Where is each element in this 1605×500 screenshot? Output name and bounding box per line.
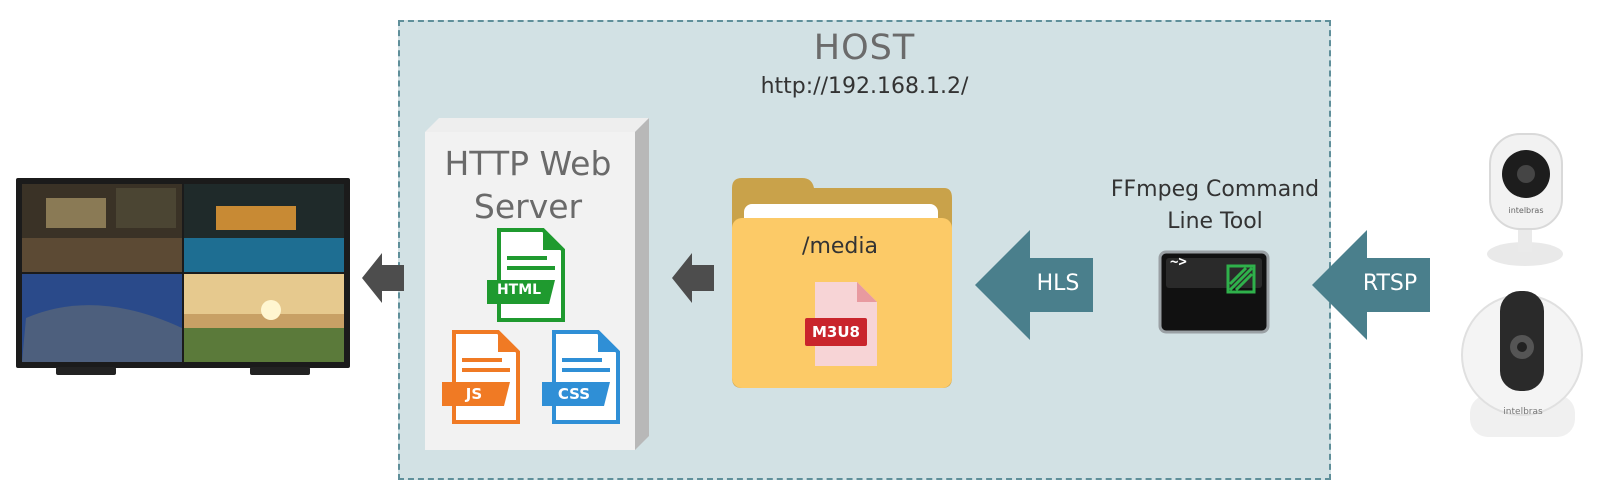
ffmpeg-label-line1: FFmpeg Command (1110, 177, 1320, 202)
css-file-label: CSS (557, 385, 591, 403)
mini-camera: intelbras (1480, 132, 1570, 272)
host-title: HOST (813, 28, 916, 68)
ffmpeg-label-line2: Line Tool (1167, 209, 1263, 234)
tv-monitor (16, 178, 350, 375)
tv-screen (22, 184, 344, 362)
m3u8-file-label: M3U8 (812, 323, 860, 341)
web-server-label: HTTP Web Server (428, 142, 628, 228)
js-file-label: JS (465, 385, 483, 403)
web-server-label-line2: Server (473, 187, 583, 226)
arrow-to-tv (362, 253, 404, 303)
terminal-icon: ~> (1158, 250, 1270, 334)
dome-camera: intelbras (1460, 285, 1585, 445)
m3u8-file-icon: M3U8 (805, 280, 885, 370)
rtsp-arrow (1312, 230, 1430, 340)
js-file-icon: JS (440, 330, 525, 425)
css-file-icon: CSS (540, 330, 625, 425)
html-file-label: HTML (496, 282, 542, 298)
rtsp-label: RTSP (1362, 271, 1418, 296)
arrow-to-server (672, 253, 714, 303)
terminal-prompt: ~> (1170, 254, 1187, 270)
hls-label: HLS (1036, 271, 1080, 296)
dome-camera-brand: intelbras (1503, 407, 1543, 417)
hls-arrow (975, 230, 1093, 340)
ffmpeg-label: FFmpeg Command Line Tool (1100, 174, 1330, 238)
web-server-label-line1: HTTP Web (444, 144, 612, 183)
html-file-icon: HTML (485, 228, 570, 323)
host-url: http://192.168.1.2/ (760, 74, 969, 99)
media-folder-label: /media (802, 234, 878, 259)
mini-camera-brand: intelbras (1508, 206, 1544, 215)
